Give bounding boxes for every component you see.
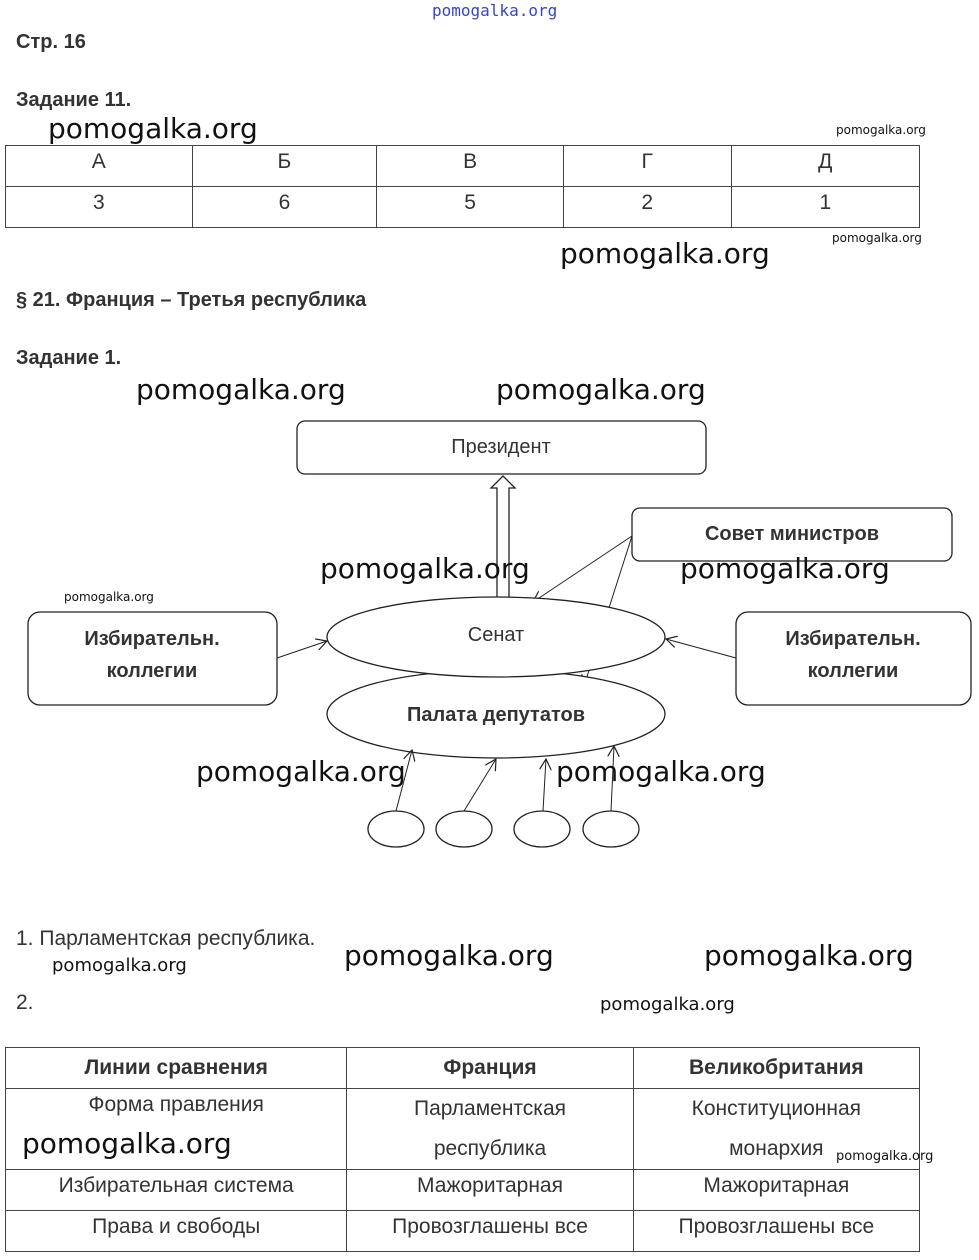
cell-line: Форма правления	[88, 1093, 264, 1116]
table-row: Избирательная система Мажоритарная Мажор…	[4, 1169, 921, 1211]
cell-line: республика	[433, 1137, 547, 1160]
task-11-heading: Задание 11.	[16, 89, 132, 111]
table-cell: 5	[376, 186, 564, 228]
watermark: pomogalka.org	[680, 552, 890, 585]
watermark: pomogalka.org	[560, 237, 770, 270]
cell-line: Парламентская	[414, 1097, 566, 1120]
watermark: pomogalka.org	[556, 755, 766, 788]
watermark: pomogalka.org	[600, 994, 735, 1015]
table-cell: Мажоритарная	[632, 1169, 921, 1211]
table-cell: Провозглашены все	[346, 1210, 634, 1252]
watermark: pomogalka.org	[48, 112, 258, 145]
table-cell: 2	[562, 186, 732, 228]
comparison-table: Линии сравнения Франция Великобритания Ф…	[4, 1047, 921, 1252]
watermark: pomogalka.org	[496, 373, 706, 406]
column-header: Великобритания	[632, 1047, 921, 1089]
arrow-council-senate	[533, 535, 633, 602]
watermark: pomogalka.org	[52, 955, 187, 976]
column-header: Франция	[346, 1047, 634, 1089]
chamber-label: Палата депутатов	[407, 704, 585, 726]
table-header-cell: Г	[562, 145, 732, 187]
table-header-cell: В	[376, 145, 564, 187]
table-row: Права и свободы Провозглашены все Провоз…	[4, 1210, 921, 1252]
president-label: Президент	[451, 436, 551, 458]
arrow-left-senate	[276, 641, 327, 659]
watermark: pomogalka.org	[320, 552, 530, 585]
colleges-right-line1: Избирательн.	[785, 628, 920, 650]
page-number: Стр. 16	[16, 31, 86, 53]
cell-line: монархия	[729, 1137, 824, 1160]
answer-1: 1. Парламентская республика.	[16, 927, 316, 950]
table-cell: 6	[191, 186, 378, 228]
column-header: Линии сравнения	[4, 1047, 348, 1089]
colleges-left-box: Избирательн. коллегии	[27, 611, 278, 706]
table-cell: Избирательная система	[4, 1169, 348, 1211]
table-header-cell: Б	[191, 145, 378, 187]
voter-circles	[367, 810, 640, 848]
cell-line: Конституционная	[691, 1097, 862, 1120]
watermark: pomogalka.org	[432, 1, 558, 20]
task-1-heading: Задание 1.	[16, 347, 122, 369]
president-box: Президент	[296, 420, 707, 475]
colleges-right-line2: коллегии	[808, 660, 899, 682]
table-cell: Парламентская республика	[346, 1088, 634, 1170]
table-header-cell: Д	[730, 145, 921, 187]
colleges-left-line2: коллегии	[107, 660, 198, 682]
watermark: pomogalka.org	[22, 1127, 232, 1160]
hollow-arrow-up	[489, 475, 517, 600]
colleges-right-box: Избирательн. коллегии	[735, 611, 972, 706]
government-diagram: Президент Совет министров Палата депутат…	[27, 420, 972, 848]
table-cell: Права и свободы	[4, 1210, 348, 1252]
table-header-cell: А	[5, 145, 193, 187]
arrow-right-senate	[666, 639, 737, 659]
table-cell: Конституционная монархия	[632, 1088, 921, 1170]
watermark: pomogalka.org	[704, 939, 914, 972]
answer-table-1: А Б В Г Д 3 6 5 2 1	[5, 145, 921, 228]
watermark: pomogalka.org	[64, 590, 154, 604]
council-box: Совет министров	[631, 507, 953, 562]
watermark: pomogalka.org	[196, 755, 406, 788]
watermark: pomogalka.org	[832, 231, 922, 245]
watermark: pomogalka.org	[836, 1149, 934, 1164]
council-label: Совет министров	[705, 523, 879, 545]
table-cell: 1	[730, 186, 921, 228]
table-cell: 3	[5, 186, 193, 228]
colleges-left-line1: Избирательн.	[84, 628, 219, 650]
answer-2: 2.	[16, 991, 34, 1014]
table-cell: Провозглашены все	[632, 1210, 921, 1252]
table-cell: Мажоритарная	[346, 1169, 634, 1211]
watermark: pomogalka.org	[136, 373, 346, 406]
section-title: § 21. Франция – Третья республика	[16, 289, 367, 311]
senate-label: Сенат	[468, 624, 524, 646]
watermark: pomogalka.org	[344, 939, 554, 972]
watermark: pomogalka.org	[836, 123, 926, 137]
